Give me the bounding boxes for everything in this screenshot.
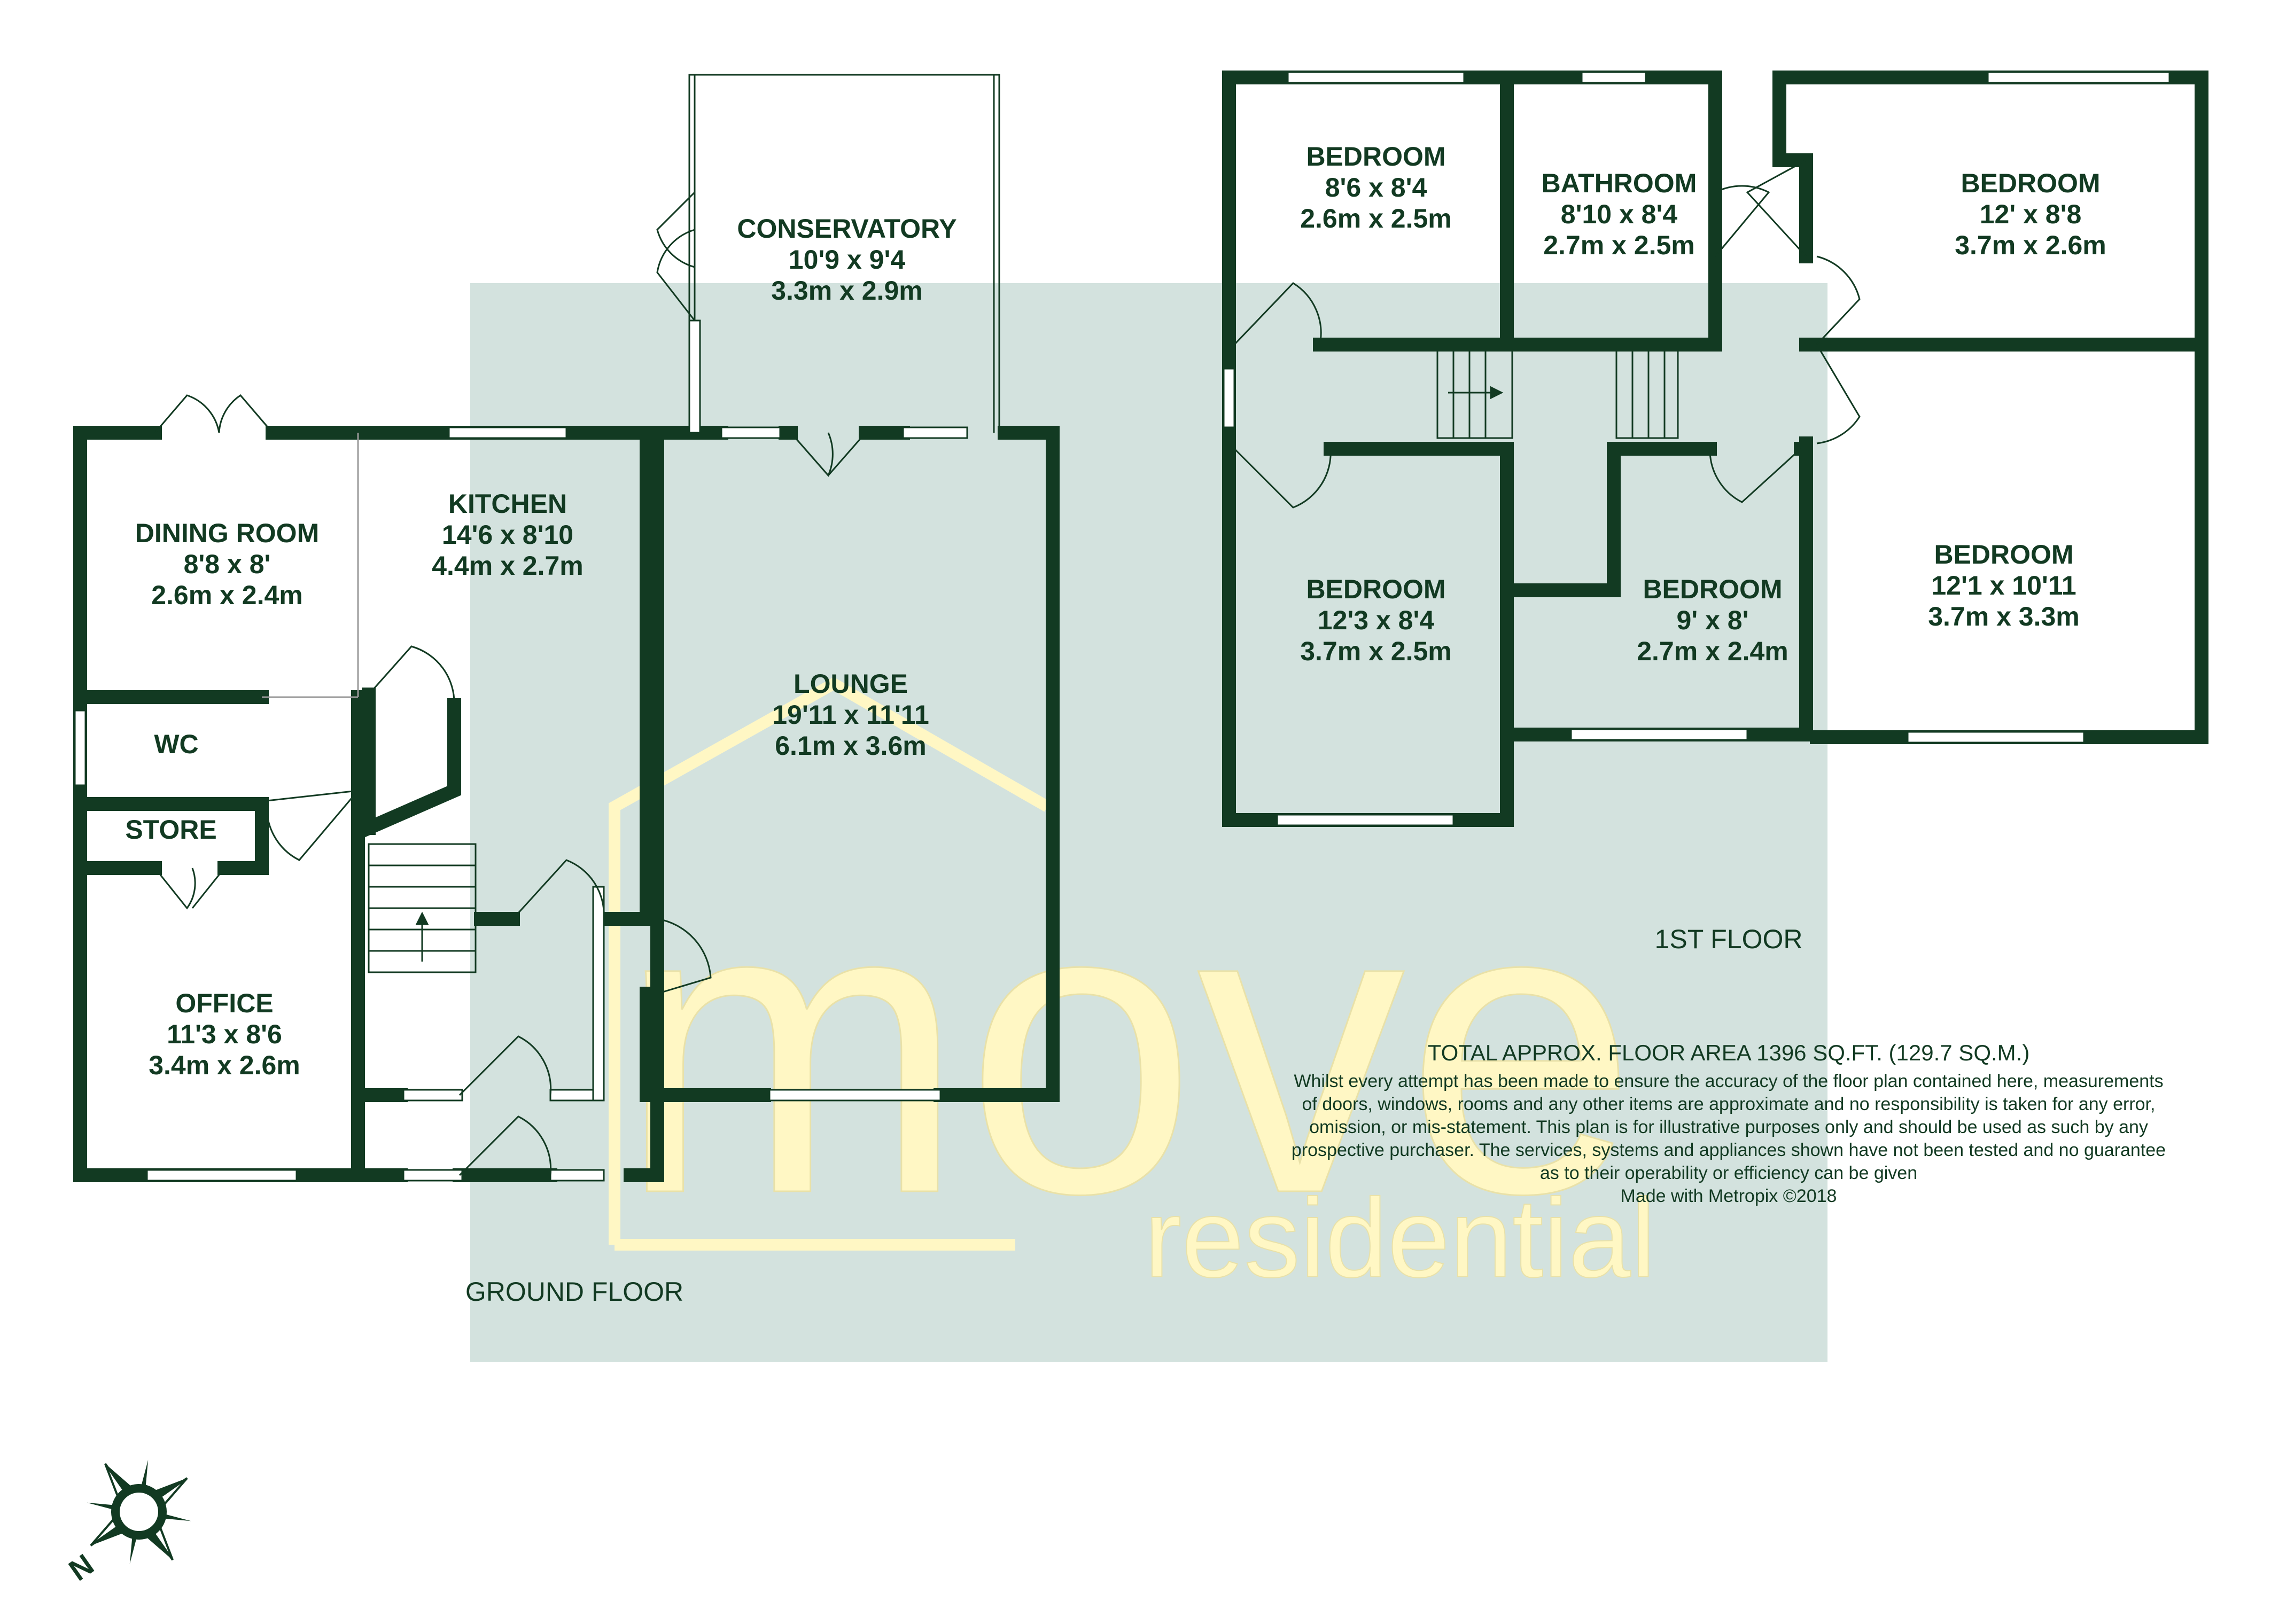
first-floor-label: 1ST FLOOR [1655,924,1803,954]
disclaimer-line: as to their operability or efficiency ca… [1540,1163,1917,1183]
watermark-panel [470,283,1827,1362]
room-bedroom-1: BEDROOM 8'6 x 8'4 2.6m x 2.5m [1300,142,1452,233]
room-dim-metric: 3.7m x 2.6m [1955,230,2106,260]
room-dim-metric: 2.6m x 2.4m [151,580,303,610]
first-floor-stairs [1436,346,1679,439]
room-name: BEDROOM [1961,168,2100,198]
room-dim-imperial: 8'10 x 8'4 [1561,199,1678,229]
room-wc: WC [154,729,198,759]
room-dim-metric: 3.7m x 3.3m [1928,602,2080,631]
room-dining: DINING ROOM 8'8 x 8' 2.6m x 2.4m [135,518,319,610]
disclaimer-line: Whilst every attempt has been made to en… [1294,1071,2163,1091]
room-name: OFFICE [175,988,273,1018]
compass-rose-icon [87,1459,191,1564]
ground-floor-windows [74,319,968,1182]
disclaimer-line: prospective purchaser. The services, sys… [1292,1140,2166,1160]
room-bedroom-4: BEDROOM 9' x 8' 2.7m x 2.4m [1637,574,1788,666]
room-dim-imperial: 11'3 x 8'6 [167,1019,282,1049]
room-office: OFFICE 11'3 x 8'6 3.4m x 2.6m [149,988,300,1080]
room-name: LOUNGE [794,669,908,699]
room-name: BEDROOM [1306,142,1445,171]
compass-north-letter: N [63,1547,99,1587]
room-name: DINING ROOM [135,518,319,548]
room-name: WC [154,729,198,759]
room-bedroom-2: BEDROOM 12' x 8'8 3.7m x 2.6m [1955,168,2106,260]
room-dim-metric: 2.6m x 2.5m [1300,204,1452,233]
room-kitchen: KITCHEN 14'6 x 8'10 4.4m x 2.7m [432,489,584,581]
room-dim-imperial: 12' x 8'8 [1980,199,2082,229]
room-dim-metric: 2.7m x 2.5m [1543,230,1695,260]
room-dim-imperial: 12'3 x 8'4 [1318,605,1435,635]
disclaimer-line: of doors, windows, rooms and any other i… [1302,1094,2156,1114]
room-name: STORE [125,815,216,845]
ground-stairs [368,843,477,973]
total-floor-area: TOTAL APPROX. FLOOR AREA 1396 SQ.FT. (12… [1428,1040,2030,1065]
room-dim-metric: 3.3m x 2.9m [771,276,923,306]
watermark-logo-sub: residential [1144,1175,1655,1301]
disclaimer: TOTAL APPROX. FLOOR AREA 1396 SQ.FT. (12… [1292,1040,2166,1206]
ground-floor-doors [154,191,867,1176]
disclaimer-credit: Made with Metropix ©2018 [1621,1186,1837,1206]
room-dim-metric: 2.7m x 2.4m [1637,636,1788,666]
room-name: KITCHEN [448,489,567,519]
room-dim-metric: 4.4m x 2.7m [432,551,584,581]
watermark-logo-word: move [618,815,1637,1280]
room-name: BEDROOM [1934,540,2073,569]
room-name: BEDROOM [1306,574,1445,604]
room-store: STORE [125,815,216,845]
room-dim-imperial: 8'8 x 8' [184,549,271,579]
room-name: CONSERVATORY [737,214,956,244]
room-dim-metric: 3.4m x 2.6m [149,1050,300,1080]
ground-floor-label: GROUND FLOOR [465,1277,683,1307]
room-dim-imperial: 19'11 x 11'11 [772,700,929,730]
room-bathroom: BATHROOM 8'10 x 8'4 2.7m x 2.5m [1542,168,1697,260]
room-dim-metric: 6.1m x 3.6m [775,731,927,761]
watermark-house-icon [609,677,1051,1251]
room-lounge: LOUNGE 19'11 x 11'11 6.1m x 3.6m [772,669,929,761]
room-name: BEDROOM [1643,574,1782,604]
disclaimer-line: omission, or mis-statement. This plan is… [1309,1117,2148,1137]
room-dim-imperial: 9' x 8' [1677,605,1749,635]
room-name: BATHROOM [1542,168,1697,198]
first-floor-doors [1233,159,1861,509]
room-dim-imperial: 14'6 x 8'10 [442,520,573,550]
room-dim-metric: 3.7m x 2.5m [1300,636,1452,666]
room-dim-imperial: 8'6 x 8'4 [1325,173,1427,202]
room-bedroom-3: BEDROOM 12'3 x 8'4 3.7m x 2.5m [1300,574,1452,666]
first-floor-windows [1223,71,2171,826]
room-bedroom-5: BEDROOM 12'1 x 10'11 3.7m x 3.3m [1928,540,2080,631]
room-dim-imperial: 10'9 x 9'4 [789,245,906,275]
room-conservatory: CONSERVATORY 10'9 x 9'4 3.3m x 2.9m [737,214,956,306]
room-dim-imperial: 12'1 x 10'11 [1931,571,2076,600]
